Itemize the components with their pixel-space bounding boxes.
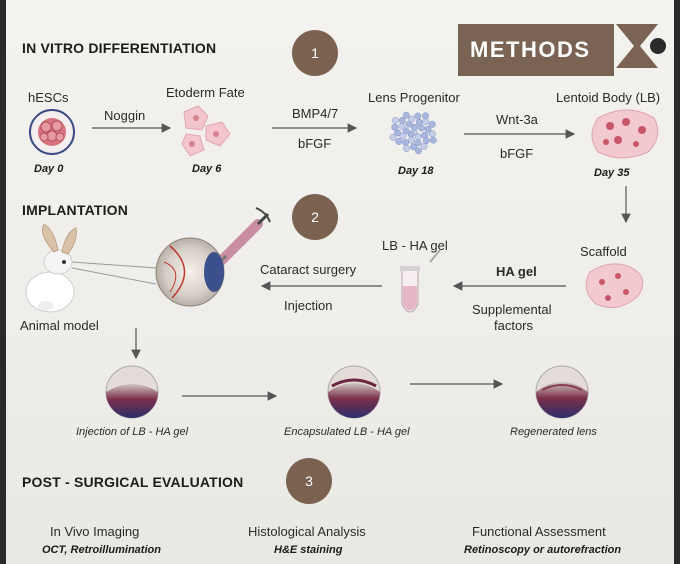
section-implantation-title: IMPLANTATION bbox=[22, 202, 129, 218]
label-day6: Day 6 bbox=[192, 163, 222, 175]
caption-encapsulated: Encapsulated LB - HA gel bbox=[284, 426, 410, 438]
progenitor-cell bbox=[414, 112, 422, 120]
progenitor-cell bbox=[414, 133, 422, 141]
flow-arrows bbox=[92, 123, 631, 401]
label-animal-model: Animal model bbox=[20, 318, 99, 333]
progenitor-cell bbox=[391, 123, 399, 131]
outcome-eye-3-icon bbox=[535, 365, 589, 419]
progenitor-cell bbox=[420, 142, 428, 150]
progenitor-cell bbox=[415, 147, 422, 155]
progenitor-cell bbox=[408, 115, 416, 123]
progenitor-cell bbox=[415, 118, 423, 126]
progenitor-cell bbox=[429, 136, 437, 144]
progenitor-cell bbox=[398, 122, 406, 130]
label-etoderm-fate: Etoderm Fate bbox=[166, 85, 245, 100]
label-bmp: BMP4/7 bbox=[292, 106, 339, 121]
label-functional: Functional Assessment bbox=[472, 524, 606, 539]
syringe-icon bbox=[212, 207, 271, 270]
progenitor-cell bbox=[422, 112, 429, 120]
progenitor-cell bbox=[389, 133, 397, 141]
methods-poster: IN VITRO DIFFERENTIATION 1 METHODS hESCs… bbox=[6, 0, 674, 564]
label-bfgf-2: bFGF bbox=[500, 146, 534, 161]
label-histological: Histological Analysis bbox=[248, 524, 366, 539]
progenitor-cell bbox=[402, 111, 410, 119]
label-wnt: Wnt-3a bbox=[496, 112, 538, 127]
outcome-eye-2-icon bbox=[327, 365, 381, 419]
progenitor-cell bbox=[408, 136, 415, 144]
progenitor-cell bbox=[414, 139, 422, 147]
label-in-vivo-imaging: In Vivo Imaging bbox=[50, 524, 140, 539]
label-noggin: Noggin bbox=[104, 108, 146, 123]
progenitor-cell bbox=[428, 130, 436, 138]
label-lb-ha-gel: LB - HA gel bbox=[382, 238, 448, 253]
progenitor-cell bbox=[410, 143, 417, 151]
lens-progenitor-icon bbox=[389, 111, 437, 155]
progenitor-cell bbox=[395, 137, 403, 145]
label-day0: Day 0 bbox=[34, 163, 64, 175]
lentoid-body-icon bbox=[591, 109, 659, 159]
progenitor-cell bbox=[394, 129, 401, 137]
etoderm-cells-icon bbox=[181, 105, 231, 157]
illustrations bbox=[25, 24, 666, 419]
label-lentoid-body: Lentoid Body (LB) bbox=[556, 90, 661, 105]
step-3-badge: 3 bbox=[286, 458, 332, 504]
progenitor-cell bbox=[411, 123, 418, 131]
progenitor-cell bbox=[422, 118, 430, 126]
label-lens-progenitor: Lens Progenitor bbox=[368, 90, 460, 105]
rabbit-icon bbox=[25, 223, 77, 313]
label-in-vivo-sub: OCT, Retroillumination bbox=[42, 544, 161, 556]
caption-injection: Injection of LB - HA gel bbox=[76, 426, 189, 438]
label-injection: Injection bbox=[284, 298, 333, 313]
hesc-colony-icon bbox=[29, 109, 75, 155]
progenitor-cell bbox=[398, 117, 406, 124]
progenitor-cell bbox=[418, 124, 425, 132]
label-day18: Day 18 bbox=[398, 165, 434, 177]
progenitor-cell bbox=[424, 125, 432, 133]
eye-cross-section-icon bbox=[71, 237, 225, 307]
label-factors: factors bbox=[494, 318, 534, 333]
label-histological-sub: H&E staining bbox=[274, 544, 343, 556]
progenitor-cell bbox=[403, 145, 410, 152]
methods-chevron-icon bbox=[616, 24, 666, 68]
label-scaffold: Scaffold bbox=[580, 244, 627, 259]
scaffold-icon bbox=[585, 263, 644, 309]
outcome-eye-1-icon bbox=[105, 365, 159, 419]
section-post-surgical-title: POST - SURGICAL EVALUATION bbox=[22, 474, 244, 490]
progenitor-cell bbox=[402, 127, 410, 135]
progenitor-cell bbox=[422, 137, 430, 145]
step-2-badge: 2 bbox=[292, 194, 338, 240]
step-1-badge: 1 bbox=[292, 30, 338, 76]
label-functional-sub: Retinoscopy or autorefraction bbox=[464, 544, 622, 556]
label-supplemental: Supplemental bbox=[472, 302, 552, 317]
progenitor-cell bbox=[402, 139, 410, 146]
label-day35: Day 35 bbox=[594, 167, 630, 179]
label-hescs: hESCs bbox=[28, 90, 69, 105]
label-bfgf-1: bFGF bbox=[298, 136, 332, 151]
progenitor-cell bbox=[391, 117, 399, 124]
caption-regenerated: Regenerated lens bbox=[510, 426, 597, 438]
methods-banner: METHODS bbox=[458, 24, 614, 76]
label-ha-gel: HA gel bbox=[496, 264, 537, 279]
section-in-vitro-title: IN VITRO DIFFERENTIATION bbox=[22, 40, 217, 56]
label-cataract-surgery: Cataract surgery bbox=[260, 262, 357, 277]
gel-tube-icon bbox=[400, 249, 441, 313]
progenitor-cell bbox=[428, 120, 436, 128]
progenitor-cell bbox=[399, 132, 407, 140]
